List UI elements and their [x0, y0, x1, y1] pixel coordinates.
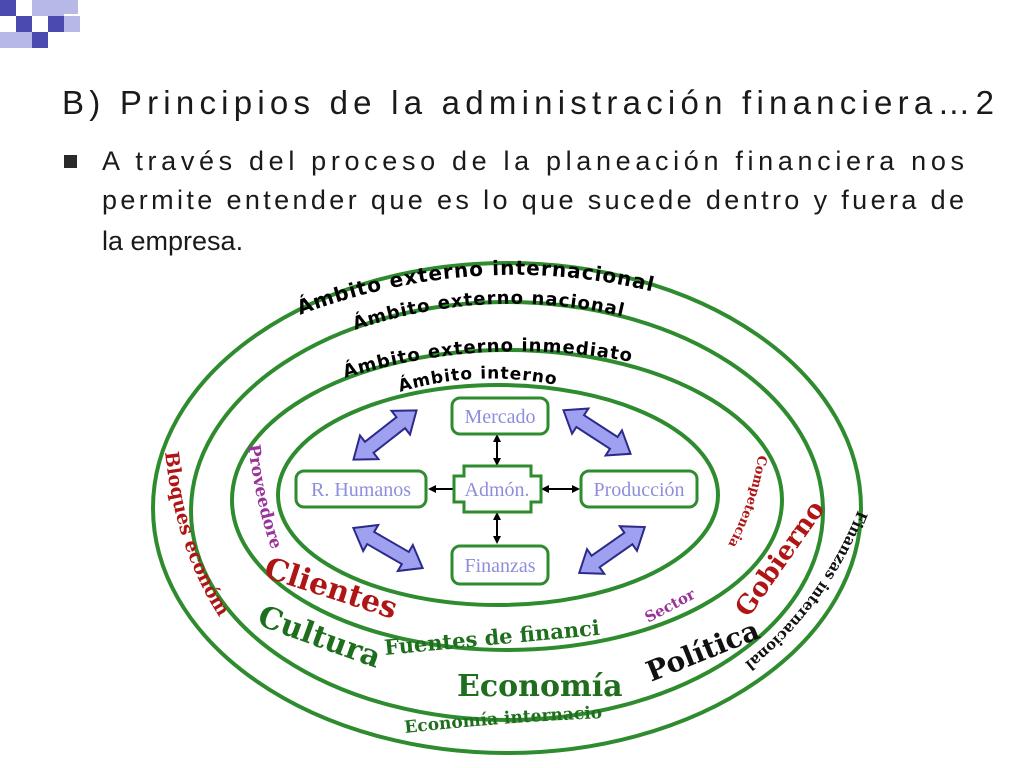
label-proveedores: Proveedores: [0, 0, 286, 552]
deco-square: [0, 32, 16, 48]
box-produccion-label: Producción: [593, 479, 684, 501]
ring-international: [151, 261, 863, 755]
label-competencia: Competencia: [724, 454, 769, 550]
ring-label-national: Ámbito externo nacional: [350, 288, 627, 335]
box-recursos-humanos: [294, 469, 428, 509]
deco-square: [64, 0, 78, 14]
arrow-upper-left: [352, 409, 418, 461]
label-finanzas-internacionales: Finanzas internacionales: [0, 0, 871, 674]
arrow-lower-left: [351, 523, 425, 573]
corner-decoration: [0, 0, 80, 48]
exchange-arrows: [351, 407, 647, 575]
bullet-line-2: permite entender que es lo que sucede de…: [102, 185, 964, 215]
box-mercado-label: Mercado: [464, 406, 535, 428]
deco-square: [32, 32, 48, 48]
arrow-lower-right: [577, 525, 647, 575]
box-recursos-humanos-label: R. Humanos: [311, 479, 411, 501]
bullet-marker: [64, 155, 77, 168]
deco-square: [0, 0, 16, 16]
deco-square: [16, 32, 32, 48]
bullet-line-3: la empresa.: [102, 226, 243, 256]
ring-national: [189, 300, 825, 722]
ring-internal: [276, 383, 720, 607]
deco-square: [48, 0, 64, 16]
box-administracion-label: Admón.: [465, 479, 530, 501]
box-administracion: [452, 464, 543, 514]
deco-square: [16, 16, 32, 32]
deco-square: [32, 0, 48, 16]
slide-header: B) Principios de la administración finan…: [62, 84, 994, 256]
deco-square: [64, 16, 80, 32]
label-bloques-economicos: Bloques económicos: [0, 0, 234, 620]
ring-label-internal: Ámbito interno: [395, 363, 559, 396]
box-mercado: [450, 396, 550, 436]
box-finanzas-label: Finanzas: [464, 555, 535, 577]
box-finanzas: [450, 544, 550, 586]
ring-immediate: [230, 348, 784, 652]
box-produccion: [579, 469, 699, 509]
deco-square: [48, 16, 64, 32]
arrow-upper-right: [562, 407, 632, 457]
label-economia: Economía: [457, 669, 623, 704]
